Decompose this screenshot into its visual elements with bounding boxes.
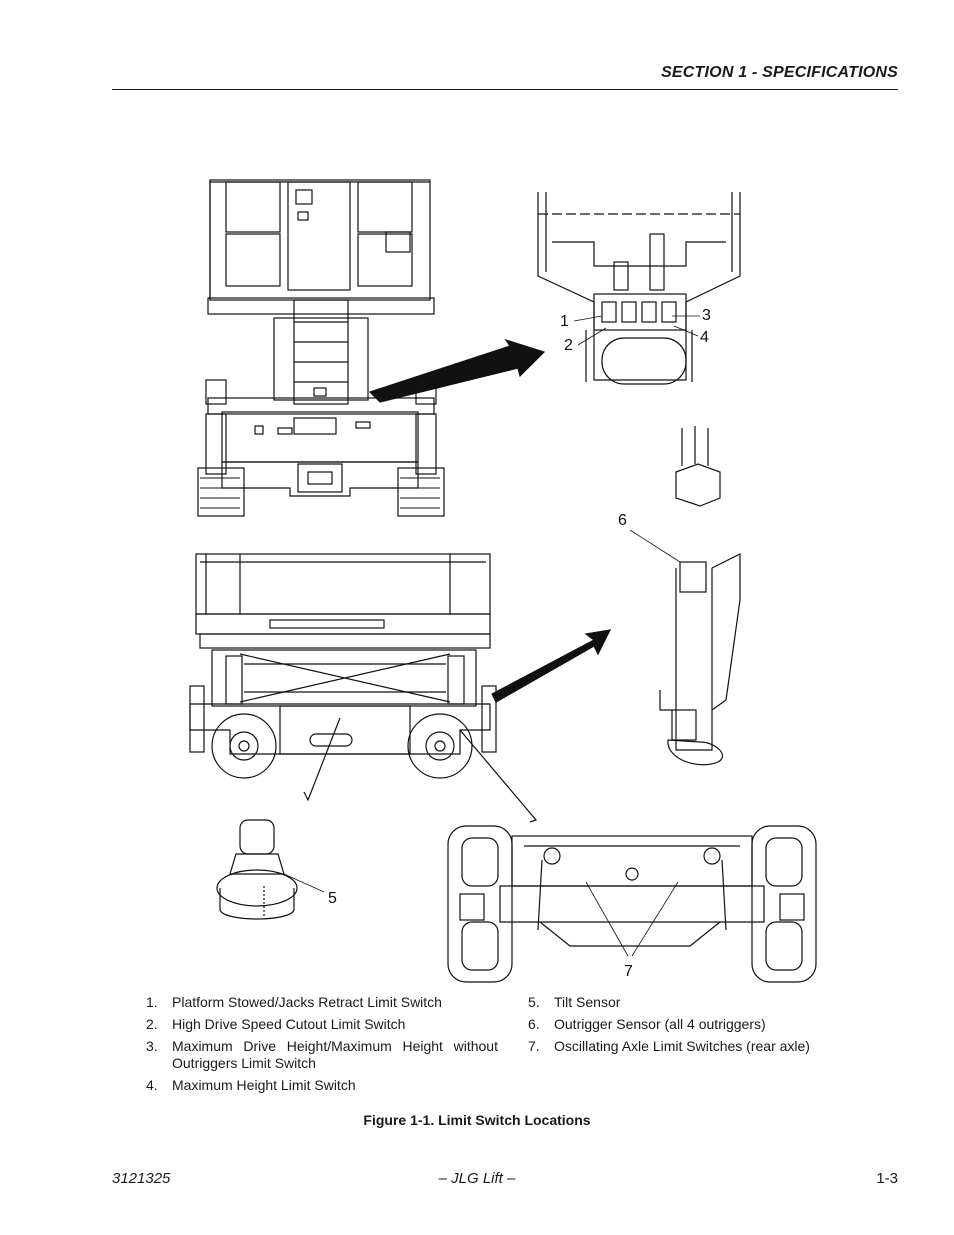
detail-arrow-top	[368, 338, 546, 403]
footer-page-number: 1-3	[876, 1170, 898, 1187]
switch-detail-drawing	[537, 192, 741, 385]
legend-right-column: 5. Tilt Sensor 6. Outrigger Sensor (all …	[528, 994, 858, 1060]
section-title: SECTION 1 - SPECIFICATIONS	[661, 64, 898, 81]
tilt-sensor-drawing	[216, 819, 298, 920]
legend-item-3: 3. Maximum Drive Height/Maximum Height w…	[146, 1038, 498, 1072]
detail-arrow-side	[491, 629, 612, 703]
legend-num: 1.	[146, 994, 158, 1010]
legend-text-line1: Maximum Drive Height/Maximum Height with…	[172, 1038, 498, 1054]
legend-text: Oscillating Axle Limit Switches (rear ax…	[554, 1038, 810, 1054]
limit-switch-figure: 1 2 3 4 6	[189, 179, 817, 983]
legend-num: 5.	[528, 994, 540, 1010]
legend-text-line2: Outriggers Limit Switch	[172, 1055, 316, 1071]
legend-num: 7.	[528, 1038, 540, 1054]
figure-caption: Figure 1-1. Limit Switch Locations	[363, 1112, 591, 1128]
legend-num: 2.	[146, 1016, 158, 1032]
legend-num: 6.	[528, 1016, 540, 1032]
side-view-drawing	[189, 553, 497, 779]
rear-axle-drawing	[447, 825, 817, 983]
legend-text: Tilt Sensor	[554, 994, 621, 1010]
legend-item-2: 2. High Drive Speed Cutout Limit Switch	[146, 1016, 498, 1033]
legend-text: Platform Stowed/Jacks Retract Limit Swit…	[172, 994, 442, 1010]
legend-item-7: 7. Oscillating Axle Limit Switches (rear…	[528, 1038, 858, 1055]
callout-2: 2	[564, 337, 573, 354]
legend-left-column: 1. Platform Stowed/Jacks Retract Limit S…	[146, 994, 498, 1099]
callout-6: 6	[618, 512, 627, 529]
legend-item-6: 6. Outrigger Sensor (all 4 outriggers)	[528, 1016, 858, 1033]
callout-1: 1	[560, 313, 569, 330]
legend-item-1: 1. Platform Stowed/Jacks Retract Limit S…	[146, 994, 498, 1011]
legend-text: Outrigger Sensor (all 4 outriggers)	[554, 1016, 766, 1032]
callout-3: 3	[702, 307, 711, 324]
footer-doc-number: 3121325	[112, 1170, 171, 1187]
detail-arrow-axle	[459, 729, 538, 823]
callout-leader-6	[629, 529, 681, 563]
header-rule	[112, 89, 898, 90]
legend-text: High Drive Speed Cutout Limit Switch	[172, 1016, 406, 1032]
callout-4: 4	[700, 329, 709, 346]
callout-leaders-top	[573, 315, 700, 346]
callout-7: 7	[624, 963, 633, 980]
legend-num: 4.	[146, 1077, 158, 1093]
legend-item-5: 5. Tilt Sensor	[528, 994, 858, 1011]
rear-view-drawing	[197, 179, 445, 517]
legend-item-4: 4. Maximum Height Limit Switch	[146, 1077, 498, 1094]
footer-publisher: – JLG Lift –	[438, 1170, 516, 1187]
outrigger-drawing	[659, 426, 741, 766]
callout-leader-5	[283, 873, 325, 893]
detail-arrow-down	[303, 717, 341, 802]
legend-num: 3.	[146, 1038, 158, 1054]
callout-leaders-7	[585, 881, 679, 957]
callout-5: 5	[328, 890, 337, 907]
legend-text: Maximum Height Limit Switch	[172, 1077, 356, 1093]
